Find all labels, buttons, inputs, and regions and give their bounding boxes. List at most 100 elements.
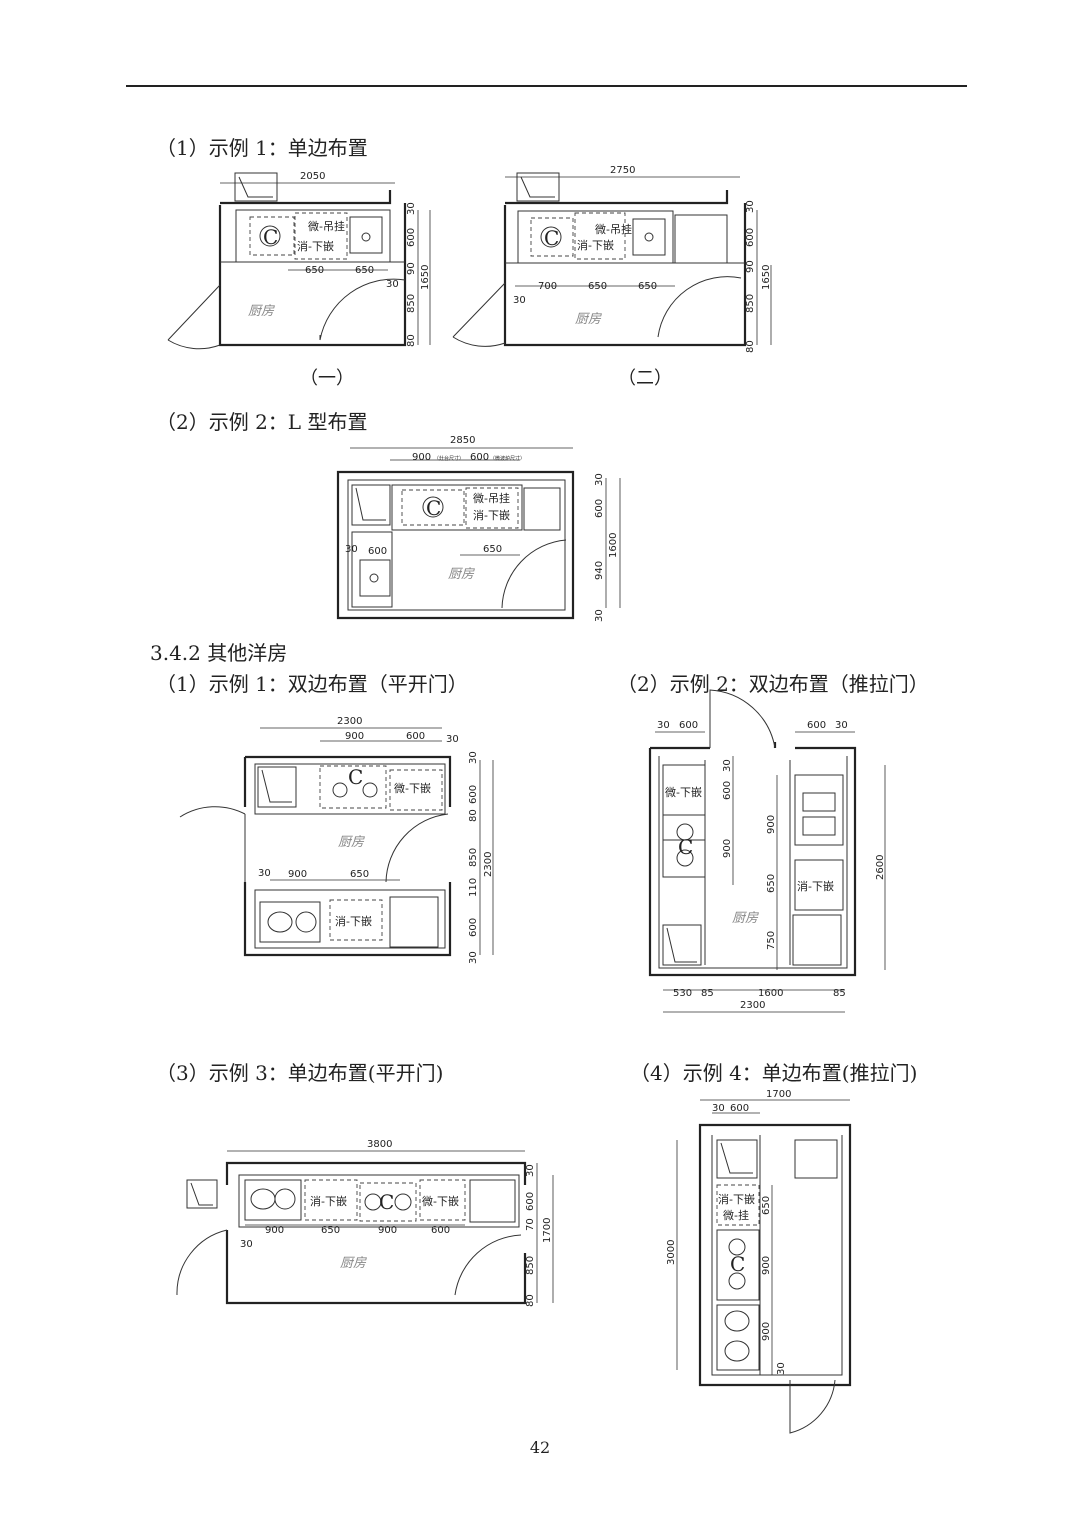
labels-kitchen: 厨房 bbox=[575, 312, 602, 327]
section-heading-example1: （1）示例 1：单边布置 bbox=[156, 136, 368, 160]
dims-p4-vtot: 2300 bbox=[483, 852, 494, 877]
dims-p1-v850: 850 bbox=[406, 294, 417, 313]
dims-p4-v850: 850 bbox=[468, 848, 479, 867]
dims-p5-r900: 900 bbox=[766, 815, 777, 834]
labels-micro_under: 微-下嵌 bbox=[665, 785, 702, 799]
dims-p1-a: 650 bbox=[305, 265, 324, 276]
labels-burner: C bbox=[730, 1252, 745, 1276]
dims-p1-v30: 30 bbox=[406, 202, 417, 215]
labels-micro_under: 微-下嵌 bbox=[422, 1194, 459, 1208]
page-number: 42 bbox=[529, 1438, 551, 1457]
labels-micro_under: 微-下嵌 bbox=[394, 781, 431, 795]
dims-p5-btot: 2300 bbox=[740, 1000, 765, 1011]
labels-steri_under: 消-下嵌 bbox=[473, 508, 510, 522]
labels-steri_under: 消-下嵌 bbox=[718, 1192, 755, 1206]
plan-double-side-swing: C 微-下嵌 消-下嵌 2300 900 600 30 30 900 650 厨… bbox=[179, 716, 494, 964]
labels-steri_under: 消-下嵌 bbox=[310, 1194, 347, 1208]
labels-burner: C bbox=[544, 226, 559, 250]
dims-p4-b: 600 bbox=[406, 731, 425, 742]
labels-kitchen: 厨房 bbox=[338, 835, 365, 850]
dims-p3-v30b: 30 bbox=[594, 609, 605, 622]
dims-p1-v90: 90 bbox=[406, 262, 417, 275]
dims-p3-vtot: 1600 bbox=[608, 533, 619, 558]
dims-p4-total: 2300 bbox=[337, 716, 362, 727]
dims-p5-v900: 900 bbox=[722, 839, 733, 858]
dims-p6-s30: 30 bbox=[240, 1239, 253, 1250]
labels-micro_hang: 微-吊挂 bbox=[595, 222, 632, 236]
dims-p7-v650: 650 bbox=[761, 1196, 772, 1215]
dims-p6-a: 900 bbox=[265, 1225, 284, 1236]
labels-burner: C bbox=[426, 496, 441, 520]
dims-p4-s650: 650 bbox=[350, 869, 369, 880]
dims-p2-vtot: 1650 bbox=[761, 265, 772, 290]
dims-p7-ltot: 3000 bbox=[666, 1240, 677, 1265]
plan-single-side-swing-long: 消-下嵌 C 微-下嵌 3800 900 650 900 600 30 厨房 3… bbox=[176, 1139, 554, 1307]
dims-p2-v600: 600 bbox=[745, 228, 756, 247]
dims-p5-t30b: 30 bbox=[835, 720, 848, 731]
dims-p3-v600: 600 bbox=[594, 499, 605, 518]
dims-p5-b530: 530 bbox=[673, 988, 692, 999]
section-heading-342-ex1: （1）示例 1：双边布置（平开门） bbox=[156, 672, 468, 696]
dims-p4-v30: 30 bbox=[468, 751, 479, 764]
dims-p5-r750: 750 bbox=[766, 931, 777, 950]
dims-p2-v80: 80 bbox=[745, 340, 756, 353]
labels-kitchen: 厨房 bbox=[732, 911, 759, 926]
dims-p2-total: 2750 bbox=[610, 165, 635, 176]
dims-p7-total: 1700 bbox=[766, 1089, 791, 1100]
labels-burner: C bbox=[379, 1190, 394, 1214]
dims-p1-v600: 600 bbox=[406, 228, 417, 247]
dims-p5-vtot: 2600 bbox=[875, 855, 886, 880]
dims-p2-a: 700 bbox=[538, 281, 557, 292]
caption-variant-1: （一） bbox=[300, 368, 354, 389]
dims-p2-v30: 30 bbox=[745, 200, 756, 213]
header-rule bbox=[126, 85, 967, 87]
dims-p5-v30: 30 bbox=[722, 759, 733, 772]
labels-kitchen: 厨房 bbox=[340, 1256, 367, 1271]
dims-p5-t30: 30 bbox=[657, 720, 670, 731]
section-heading-342-ex2: （2）示例 2：双边布置（推拉门） bbox=[617, 672, 929, 696]
dims-p6-v70: 70 bbox=[525, 1218, 536, 1231]
plan-single-side-1: C 微-吊挂 消-下嵌 2050 650 650 30 厨房 30 600 90… bbox=[167, 171, 431, 350]
dims-p6-v80: 80 bbox=[525, 1294, 536, 1307]
labels-micro_hang2: 微-挂 bbox=[723, 1208, 749, 1222]
label-steri-under: 消-下嵌 bbox=[297, 239, 334, 253]
dims-p3-total: 2850 bbox=[450, 435, 475, 446]
dims-p6-v850: 850 bbox=[525, 1256, 536, 1275]
dims-p2-v90: 90 bbox=[745, 260, 756, 273]
dims-p4-s30: 30 bbox=[258, 868, 271, 879]
dims-p3-s650: 650 bbox=[483, 544, 502, 555]
dims-p4-s900: 900 bbox=[288, 869, 307, 880]
label-micro-hang: 微-吊挂 bbox=[308, 219, 345, 233]
dims-p5-t600b: 600 bbox=[807, 720, 826, 731]
dims-p1-vtot: 1650 bbox=[420, 265, 431, 290]
dims-p6-v30: 30 bbox=[525, 1164, 536, 1177]
dims-p1-c: 30 bbox=[386, 279, 399, 290]
dims-p4-v110: 110 bbox=[468, 878, 479, 897]
labels-burner: C bbox=[348, 765, 363, 789]
dims-p2-s30: 30 bbox=[513, 295, 526, 306]
dims-p7-t30: 30 bbox=[712, 1103, 725, 1114]
labels-steri_under: 消-下嵌 bbox=[577, 238, 614, 252]
dims-p3-s30: 30 bbox=[345, 544, 358, 555]
dims-p1-v80: 80 bbox=[406, 334, 417, 347]
section-heading-3-4-2: 3.4.2 其他洋房 bbox=[150, 641, 288, 665]
dims-p1-b: 650 bbox=[355, 265, 374, 276]
dims-p4-v600b: 600 bbox=[468, 918, 479, 937]
dims-p5-t600: 600 bbox=[679, 720, 698, 731]
dims-p3-s600: 600 bbox=[368, 546, 387, 557]
dims-p6-v600: 600 bbox=[525, 1192, 536, 1211]
dims-p3-v30: 30 bbox=[594, 473, 605, 486]
dims-p5-b85: 85 bbox=[701, 988, 714, 999]
labels-steri_under: 消-下嵌 bbox=[335, 914, 372, 928]
dims-p6-vtot: 1700 bbox=[542, 1218, 553, 1243]
dims-p7-v900: 900 bbox=[761, 1256, 772, 1275]
dims-p3-a: 900 bbox=[412, 452, 431, 463]
section-heading-example2: （2）示例 2：L 型布置 bbox=[156, 410, 368, 434]
plan-l-shape: C 微-吊挂 消-下嵌 2850 900 （灶台尺寸） 600 （微波炉尺寸） … bbox=[336, 435, 621, 622]
dims-p4-v600: 600 bbox=[468, 785, 479, 804]
labels-note600: （微波炉尺寸） bbox=[490, 455, 525, 462]
dims-p4-c: 30 bbox=[446, 734, 459, 745]
section-heading-342-ex3: （3）示例 3：单边布置(平开门) bbox=[156, 1061, 444, 1085]
burner-symbol: C bbox=[263, 225, 278, 249]
dims-p2-v850: 850 bbox=[745, 294, 756, 313]
